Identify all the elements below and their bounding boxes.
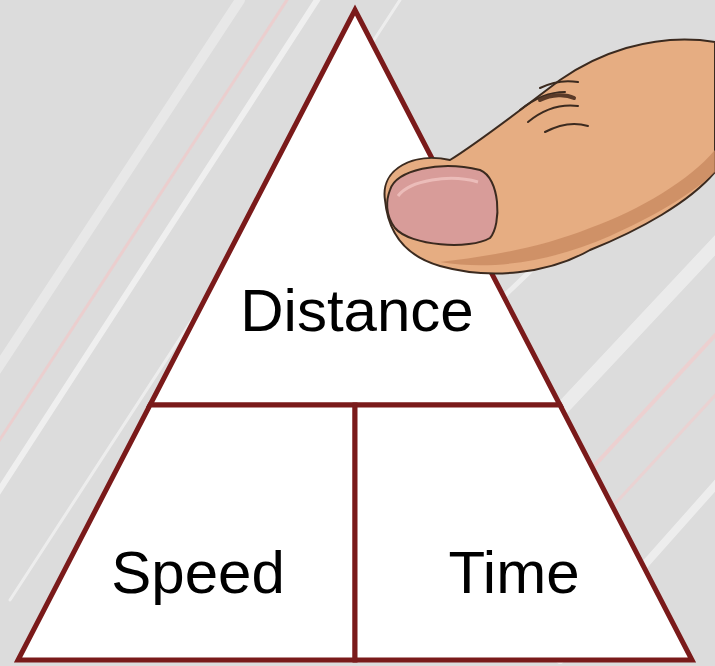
knuckle-crease bbox=[540, 95, 574, 100]
section-shape bbox=[355, 405, 692, 660]
thumb-nail bbox=[387, 166, 497, 245]
section-outline bbox=[10, 397, 363, 666]
formula-right-section: Time bbox=[347, 397, 700, 666]
thumb-shadow bbox=[440, 150, 715, 265]
nail-highlight bbox=[398, 178, 478, 196]
quantity-label: Time bbox=[448, 538, 579, 607]
formula-left-section: Speed bbox=[10, 397, 363, 666]
section-outline bbox=[142, 2, 568, 413]
section-shape bbox=[18, 405, 355, 660]
section-outline bbox=[347, 397, 700, 666]
knuckle-wrinkles bbox=[520, 81, 588, 132]
formula-top-section: Distance bbox=[142, 2, 568, 413]
section-shape bbox=[150, 10, 560, 405]
quantity-label: Distance bbox=[240, 276, 473, 345]
quantity-label: Speed bbox=[111, 538, 285, 607]
thumb-skin bbox=[385, 39, 715, 273]
